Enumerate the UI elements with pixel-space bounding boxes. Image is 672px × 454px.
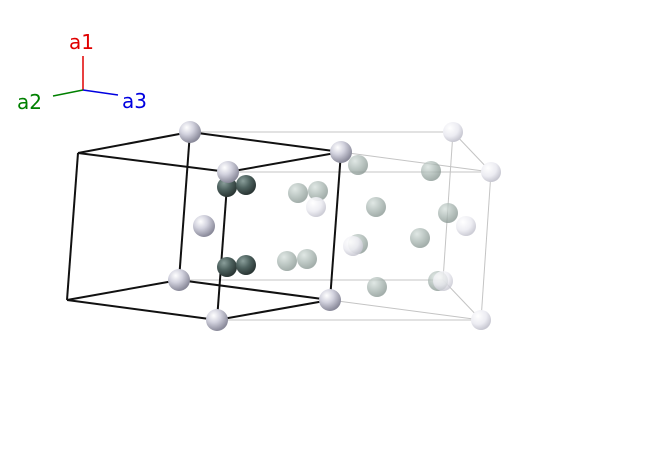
axis-a2-line [52,89,84,97]
dark-atom [236,255,256,275]
orientation-axes: a1 a2 a3 [17,30,147,114]
corner-atom [319,289,341,311]
ghost-corner-atom [471,310,491,330]
dark-atom [236,175,256,195]
corner-atom [168,269,190,291]
ghost-atom [308,181,328,201]
ghost-atom [348,155,368,175]
ghost-atom [438,203,458,223]
pale-atom [306,197,326,217]
primary-atoms [168,121,352,331]
axis-a3-label: a3 [122,89,147,113]
corner-atom [193,215,215,237]
corner-atom [330,141,352,163]
axis-a2-label: a2 [17,90,42,114]
ghost-cell-outline [179,131,492,321]
axis-a1-label: a1 [69,30,94,54]
axis-a3-line [82,89,119,96]
ghost-corner-atom [481,162,501,182]
dark-atom [217,257,237,277]
pale-atom [343,236,363,256]
ghost-atom [277,251,297,271]
ghost-atom [367,277,387,297]
ghost-atom [366,197,386,217]
ghost-atom [410,228,430,248]
ghost-atom [421,161,441,181]
ghost-atom [297,249,317,269]
corner-atom [179,121,201,143]
ghost-atom [288,183,308,203]
pale-atom [456,216,476,236]
corner-atom [217,161,239,183]
corner-atom [206,309,228,331]
ghost-atoms [277,122,501,330]
pale-atom [433,271,453,291]
ghost-corner-atom [443,122,463,142]
